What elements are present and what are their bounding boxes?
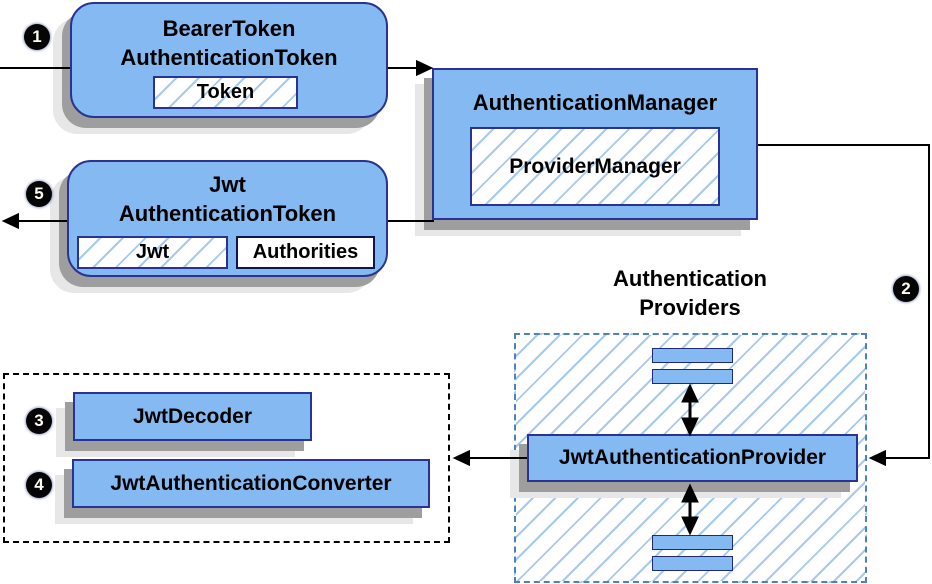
step-2-badge: 2: [893, 276, 919, 302]
arrow-step5-outgoing: [1, 212, 67, 230]
bearer-token-authentication-token-box: BearerToken AuthenticationToken Token: [70, 2, 388, 118]
step-1-badge: 1: [24, 24, 50, 50]
authentication-manager-box: AuthenticationManager ProviderManager: [432, 68, 758, 220]
authorities-label: Authorities: [252, 241, 359, 263]
jwt-box: Jwt: [77, 236, 228, 269]
other-provider-bar-top-2: [652, 369, 733, 384]
authorities-box: Authorities: [236, 236, 375, 269]
step-5-number: 5: [34, 184, 44, 203]
provider-manager-box: ProviderManager: [470, 127, 720, 206]
jwt-authentication-converter-label: JwtAuthenticationConverter: [110, 471, 392, 495]
arrow-to-authentication-manager: [388, 59, 434, 77]
other-provider-bar-bottom-2: [652, 556, 733, 571]
step-3-badge: 3: [26, 408, 52, 434]
step-5-badge: 5: [26, 181, 52, 207]
other-provider-bar-bottom-1: [652, 535, 733, 550]
jwt-authentication-provider-label: JwtAuthenticationProvider: [558, 446, 827, 469]
authentication-manager-title: AuthenticationManager: [472, 90, 718, 115]
decoder-converter-group-box: [3, 373, 450, 543]
authentication-providers-label: Authentication Providers: [613, 266, 767, 321]
step-3-number: 3: [34, 411, 44, 430]
provider-manager-label: ProviderManager: [509, 154, 681, 178]
token-label: Token: [196, 81, 255, 103]
jwt-decoder-label: JwtDecoder: [132, 404, 253, 428]
step-4-number: 4: [34, 475, 44, 494]
bearer-token-title: BearerToken AuthenticationToken: [120, 16, 338, 71]
jwt-label: Jwt: [135, 241, 170, 263]
jwt-authentication-converter-box: JwtAuthenticationConverter: [72, 459, 430, 508]
jwt-decoder-box: JwtDecoder: [73, 392, 312, 441]
jwt-authentication-provider-box: JwtAuthenticationProvider: [527, 434, 858, 482]
step-4-badge: 4: [26, 472, 52, 498]
jwt-authentication-token-box: Jwt AuthenticationToken Jwt Authorities: [67, 160, 388, 277]
token-box: Token: [153, 76, 298, 109]
step-1-number: 1: [32, 27, 42, 46]
step-2-number: 2: [901, 279, 911, 298]
other-provider-bar-top-1: [652, 348, 733, 363]
jwt-authentication-token-title: Jwt AuthenticationToken: [118, 172, 337, 227]
